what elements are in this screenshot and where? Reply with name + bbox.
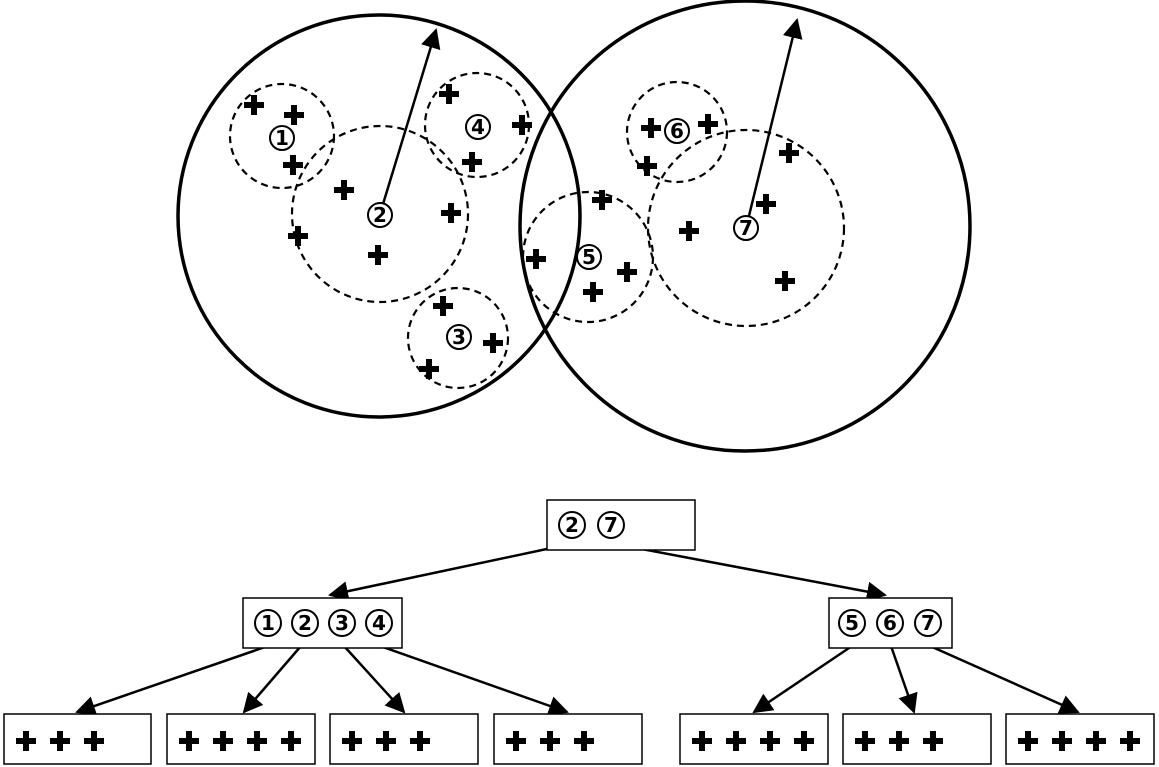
svg-text:7: 7 xyxy=(739,216,753,240)
center-label-6: 6 xyxy=(664,118,690,144)
tree-edge-right-leaf7 xyxy=(929,644,1080,714)
radius-arrow-left xyxy=(378,28,441,215)
svg-text:5: 5 xyxy=(582,245,596,269)
sub-ball-3 xyxy=(406,286,510,390)
center-label-3: 3 xyxy=(446,324,472,350)
svg-text:4: 4 xyxy=(471,115,485,139)
right-node-label-6: 6 xyxy=(876,609,904,637)
sub-ball-6 xyxy=(625,80,729,184)
center-label-5: 5 xyxy=(576,244,602,270)
root-label-7: 7 xyxy=(597,511,625,539)
left-node-label-4: 4 xyxy=(365,609,393,637)
tree-edge-root-right xyxy=(609,541,887,602)
outer-ball-left xyxy=(176,13,582,419)
svg-text:6: 6 xyxy=(670,119,684,143)
svg-text:1: 1 xyxy=(261,611,275,635)
left-node-label-3: 3 xyxy=(328,609,356,637)
leaf-node-1 xyxy=(3,713,152,765)
svg-text:7: 7 xyxy=(604,513,618,537)
center-label-2: 2 xyxy=(367,202,393,228)
svg-text:5: 5 xyxy=(845,611,859,635)
right-node-label-7: 7 xyxy=(914,609,942,637)
center-label-4: 4 xyxy=(465,114,491,140)
tree-edge-left-leaf4 xyxy=(379,644,569,716)
svg-text:4: 4 xyxy=(372,611,386,635)
radius-arrow-right xyxy=(744,18,803,229)
svg-text:3: 3 xyxy=(452,325,466,349)
svg-text:2: 2 xyxy=(373,203,387,227)
svg-text:7: 7 xyxy=(921,611,935,635)
tree-edge-root-left xyxy=(328,541,576,602)
right-node-label-5: 5 xyxy=(838,609,866,637)
svg-text:2: 2 xyxy=(298,611,312,635)
left-node-label-2: 2 xyxy=(291,609,319,637)
center-label-7: 7 xyxy=(733,215,759,241)
tree-edge-right-leaf5 xyxy=(752,644,853,714)
svg-text:6: 6 xyxy=(883,611,897,635)
left-node-label-1: 1 xyxy=(254,609,282,637)
svg-text:3: 3 xyxy=(335,611,349,635)
sub-ball-2 xyxy=(290,124,470,304)
root-label-2: 2 xyxy=(558,511,586,539)
sub-ball-7 xyxy=(646,128,846,328)
tree-edge-left-leaf2 xyxy=(242,645,302,714)
svg-text:1: 1 xyxy=(275,126,289,150)
tree-edge-right-leaf6 xyxy=(889,645,918,714)
outer-ball-right xyxy=(518,0,972,453)
center-label-1: 1 xyxy=(269,125,295,151)
tree-edge-left-leaf1 xyxy=(75,644,269,716)
tree-edge-left-leaf3 xyxy=(343,645,406,714)
svg-text:2: 2 xyxy=(565,513,579,537)
sub-ball-1 xyxy=(228,82,336,190)
